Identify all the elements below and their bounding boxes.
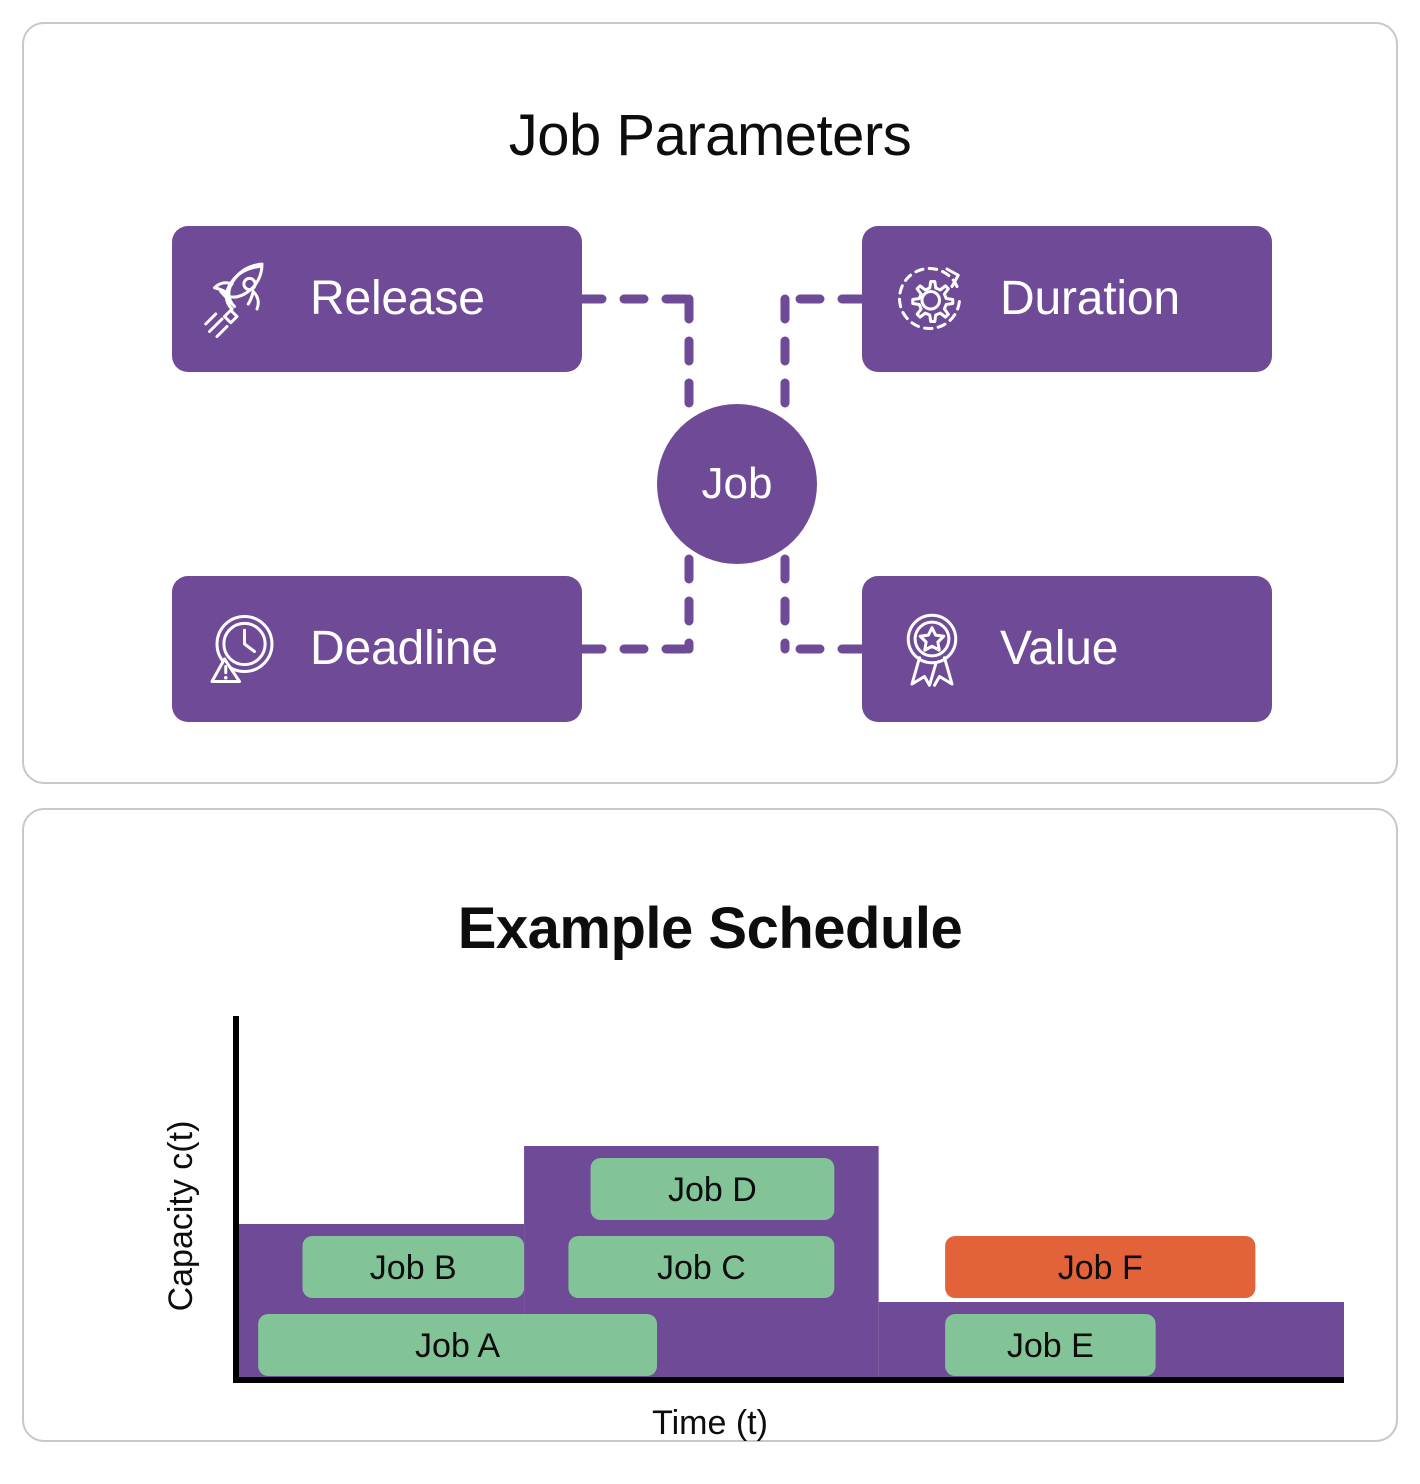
job-bar[interactable]: Job A bbox=[258, 1314, 658, 1377]
node-deadline[interactable]: Deadline bbox=[172, 575, 582, 722]
job-bar[interactable]: Job C bbox=[568, 1236, 835, 1299]
node-value-label: Value bbox=[1000, 622, 1119, 676]
job-parameters-panel: Job Parameters bbox=[22, 22, 1398, 784]
job-bar[interactable]: Job D bbox=[590, 1158, 835, 1221]
job-parameters-diagram: Release Duration bbox=[44, 204, 1376, 764]
job-hub-label: Job bbox=[701, 458, 773, 508]
y-axis-label: Capacity c(t) bbox=[162, 1120, 200, 1312]
x-axis-label: Time (t) bbox=[652, 1404, 768, 1443]
gear-refresh-icon bbox=[890, 257, 974, 341]
node-duration-label: Duration bbox=[1000, 272, 1180, 326]
job-bar-label: Job E bbox=[1007, 1327, 1094, 1365]
job-hub-node[interactable]: Job bbox=[657, 403, 817, 564]
page-title: Job Parameters bbox=[508, 102, 912, 168]
node-duration[interactable]: Duration bbox=[862, 225, 1272, 372]
job-bar-label: Job F bbox=[1058, 1249, 1143, 1287]
job-bar-rect bbox=[945, 1314, 1156, 1377]
job-bar-label: Job A bbox=[415, 1327, 500, 1365]
schedule-plot: Job A Job B Job C Job D Job E Job F bbox=[233, 1016, 1344, 1384]
rocket-icon bbox=[200, 257, 284, 341]
job-bar[interactable]: Job E bbox=[945, 1314, 1156, 1377]
schedule-title: Example Schedule bbox=[457, 896, 963, 962]
job-bar-rect bbox=[568, 1236, 835, 1299]
node-release[interactable]: Release bbox=[172, 225, 582, 372]
clock-warning-icon bbox=[200, 607, 284, 691]
job-bar-rect bbox=[258, 1314, 658, 1377]
schedule-chart: Job A Job B Job C Job D Job E Job F Capacity … bbox=[44, 1006, 1376, 1476]
job-bars-group: Job A Job B Job C Job D Job E Job F bbox=[258, 1158, 1256, 1377]
job-bar-label: Job B bbox=[370, 1249, 457, 1287]
job-bar-label: Job D bbox=[668, 1171, 757, 1209]
node-value[interactable]: Value bbox=[862, 575, 1272, 722]
job-bar-rect bbox=[302, 1236, 525, 1299]
award-ribbon-icon bbox=[890, 607, 974, 691]
job-bar-label: Job C bbox=[657, 1249, 746, 1287]
node-deadline-label: Deadline bbox=[310, 622, 498, 676]
node-release-label: Release bbox=[310, 272, 485, 326]
job-bar-rect bbox=[590, 1158, 835, 1221]
job-bar-rect bbox=[945, 1236, 1256, 1299]
job-bar[interactable]: Job B bbox=[302, 1236, 525, 1299]
job-bar[interactable]: Job F bbox=[945, 1236, 1256, 1299]
